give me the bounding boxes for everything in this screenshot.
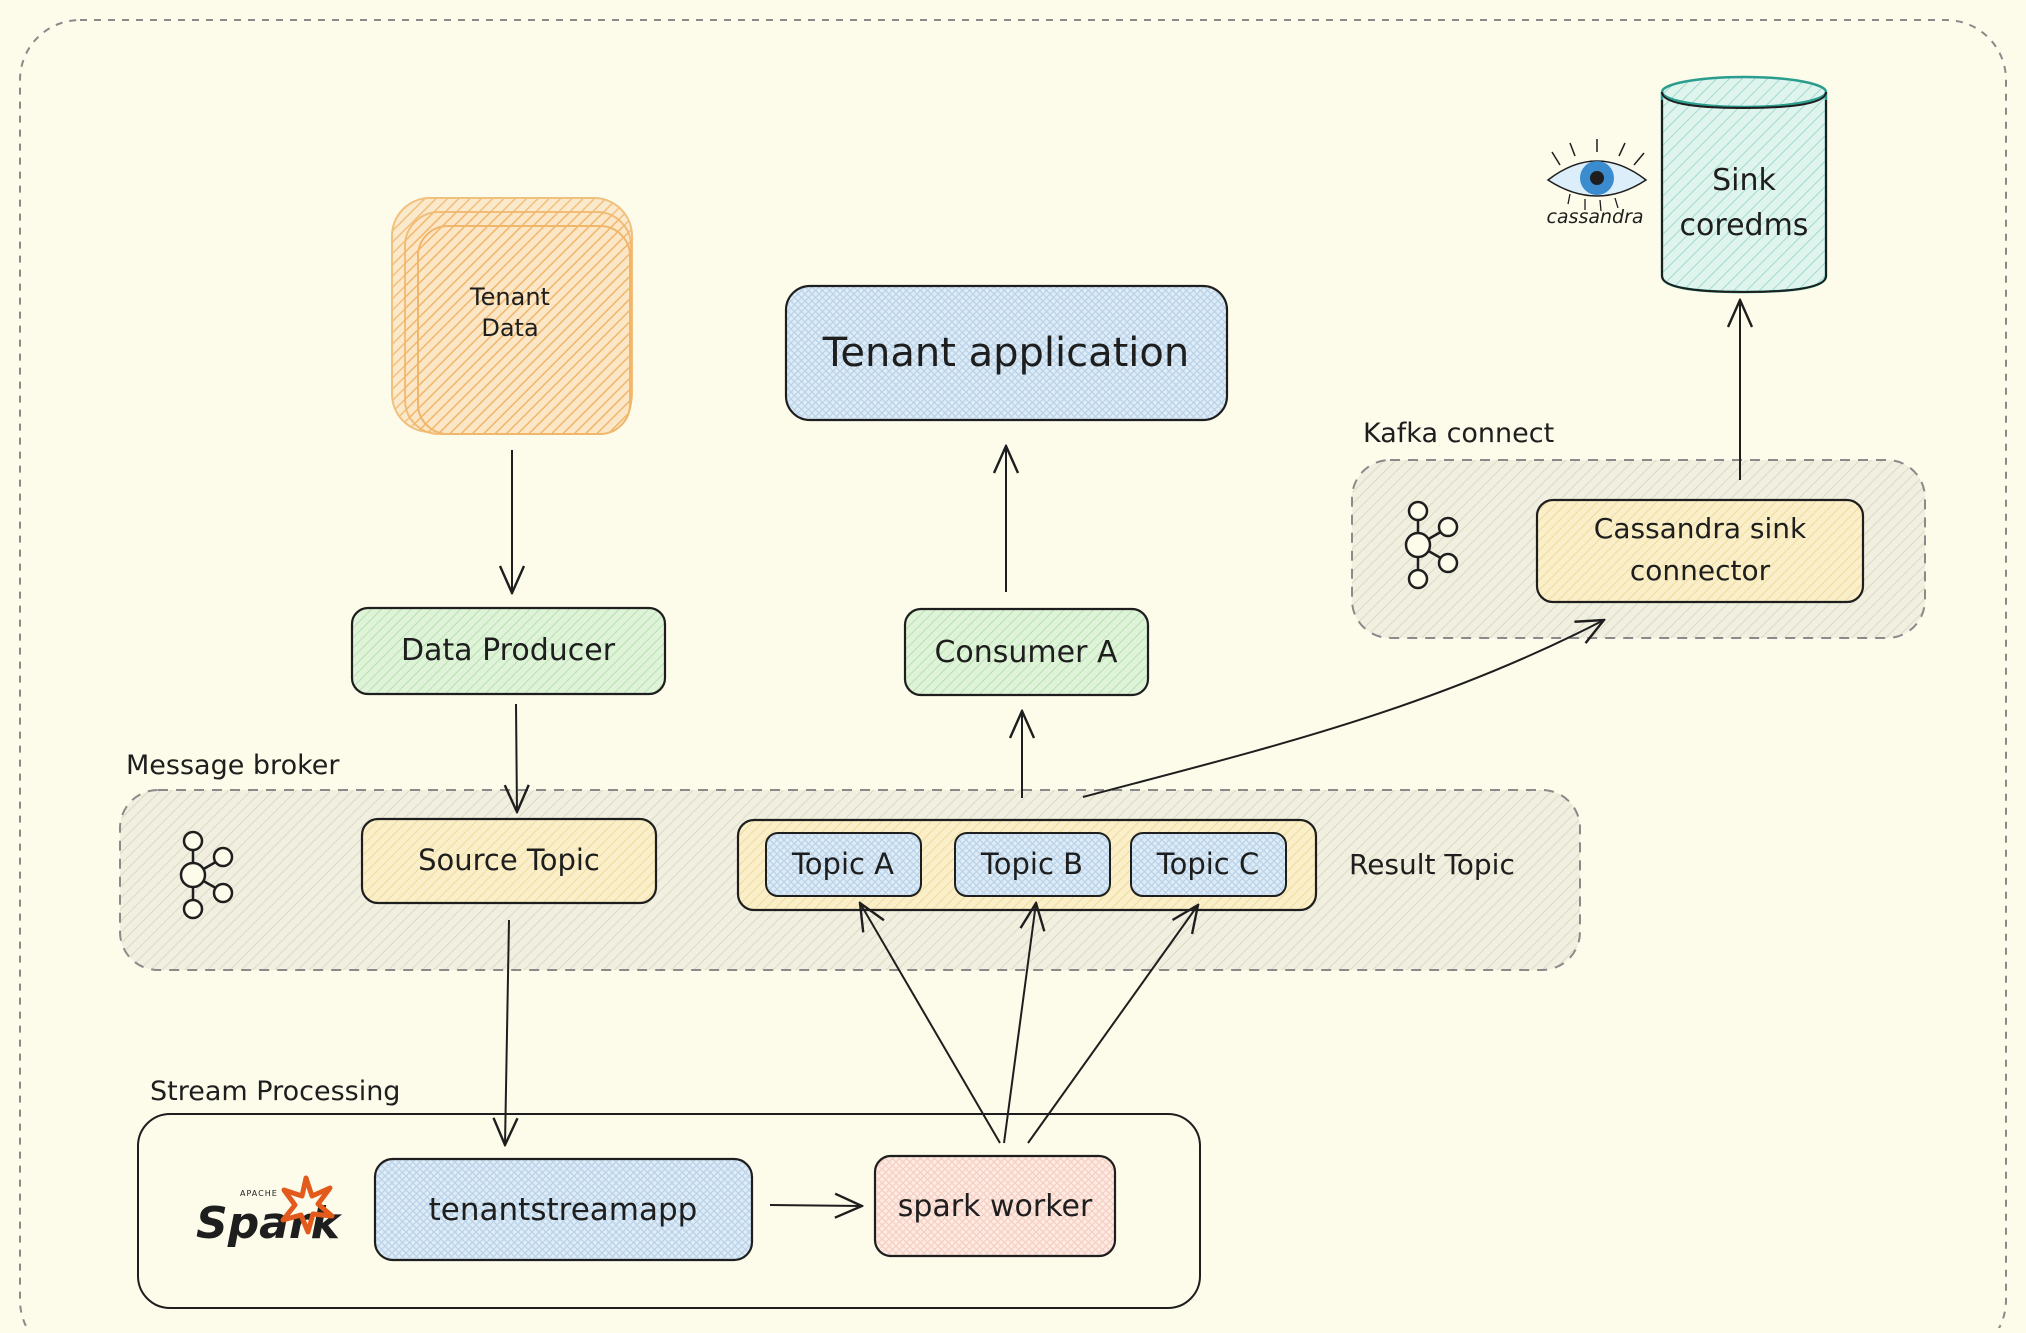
cassandra-wordmark: cassandra: [1546, 206, 1643, 228]
topic-a-label: Topic A: [791, 847, 894, 881]
arrow-result-to-sink-connector: [1082, 620, 1604, 798]
sink-label-1: Sink: [1712, 163, 1776, 198]
topic-a-node: Topic A: [765, 832, 922, 897]
cassandra-eye-icon: [1546, 139, 1648, 212]
arrow-producer-to-source-topic: [516, 703, 517, 812]
spark-apache-text: APACHE: [240, 1189, 278, 1198]
cassandra-sink-connector-node: Cassandra sink connector: [1535, 498, 1865, 604]
topic-b-node: Topic B: [954, 832, 1111, 897]
cassandra-sink-label-1: Cassandra sink: [1594, 512, 1807, 545]
sink-label-2: coredms: [1680, 208, 1809, 243]
result-topic-label: Result Topic: [1349, 848, 1515, 881]
arrow-worker-to-topic-a: [860, 903, 1001, 1144]
spark-worker-node: spark worker: [873, 1154, 1117, 1258]
data-producer-node: Data Producer: [350, 606, 667, 696]
spark-logo: APACHE Spark: [196, 1175, 343, 1249]
topic-c-node: Topic C: [1130, 832, 1287, 897]
tenantstreamapp-label: tenantstreamapp: [429, 1192, 698, 1228]
cassandra-sink-label-2: connector: [1630, 554, 1771, 587]
arrow-source-topic-to-streamapp: [505, 919, 509, 1145]
consumer-a-label: Consumer A: [934, 635, 1118, 670]
arrow-streamapp-to-spark-worker: [769, 1205, 862, 1206]
tenantstreamapp-node: tenantstreamapp: [373, 1157, 754, 1262]
topic-b-label: Topic B: [980, 847, 1083, 881]
consumer-a-node: Consumer A: [903, 607, 1150, 697]
data-producer-label: Data Producer: [401, 633, 616, 668]
message-broker-label: Message broker: [126, 750, 340, 781]
kafka-connect-label: Kafka connect: [1363, 418, 1554, 449]
spark-star-icon: [280, 1175, 335, 1235]
tenant-data-label-2: Data: [481, 314, 538, 342]
source-topic-node: Source Topic: [360, 817, 658, 905]
outer-frame: [19, 19, 2007, 1333]
arrow-worker-to-topic-c: [1027, 905, 1198, 1144]
stream-processing-label: Stream Processing: [150, 1076, 400, 1107]
cassandra-logo: cassandra: [1546, 139, 1648, 228]
tenant-data-label-1: Tenant: [469, 283, 550, 311]
tenant-application-node: Tenant application: [784, 284, 1229, 422]
tenant-application-label: Tenant application: [822, 330, 1190, 376]
arrow-worker-to-topic-b: [1003, 903, 1036, 1144]
source-topic-label: Source Topic: [418, 843, 600, 877]
spark-worker-label: spark worker: [898, 1189, 1093, 1224]
tenant-data-node: Tenant Data: [391, 197, 633, 435]
topic-c-label: Topic C: [1156, 847, 1259, 881]
sink-coredms-node: Sink coredms: [1660, 75, 1828, 294]
arrows: [505, 300, 1740, 1206]
